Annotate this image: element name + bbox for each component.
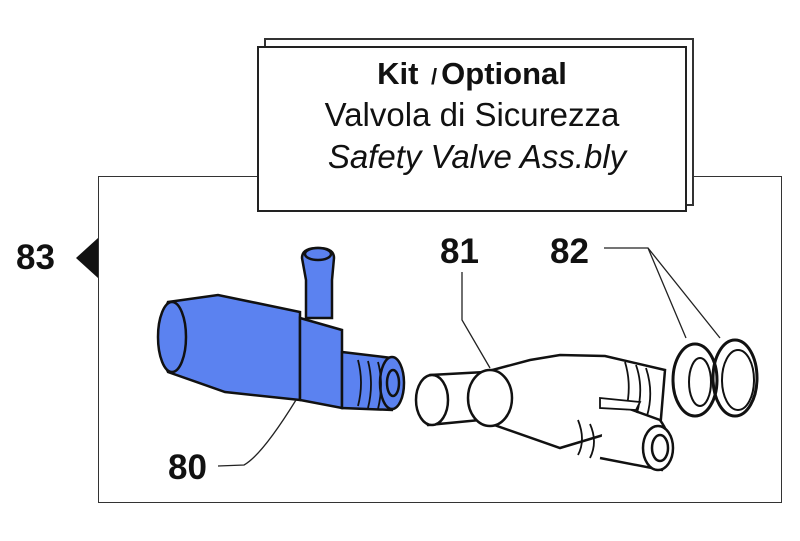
callout-80[interactable]: 80: [168, 448, 207, 487]
leader-80: [217, 399, 297, 467]
english-name: Safety Valve Ass.bly: [327, 138, 627, 175]
optional-label: Optional: [441, 56, 567, 91]
separator: /: [431, 64, 438, 89]
callout-83[interactable]: 83: [16, 238, 55, 277]
callout-81[interactable]: 81: [440, 232, 479, 271]
part-82-o-rings[interactable]: [671, 338, 759, 418]
title-kit-optional: Kit /Optional: [259, 56, 685, 92]
leader-81: [461, 272, 491, 369]
callout-82[interactable]: 82: [550, 232, 589, 271]
italian-name: Valvola di Sicurezza: [324, 96, 620, 133]
kit-label: Kit: [377, 56, 419, 91]
part-81-valve-body[interactable]: [414, 353, 675, 472]
leader-82: [604, 247, 721, 339]
title-box: Kit /Optional Valvola di Sicurezza Safet…: [257, 46, 687, 212]
part-80-safety-valve[interactable]: [156, 246, 406, 412]
kit-marker-triangle-icon: [76, 238, 98, 278]
